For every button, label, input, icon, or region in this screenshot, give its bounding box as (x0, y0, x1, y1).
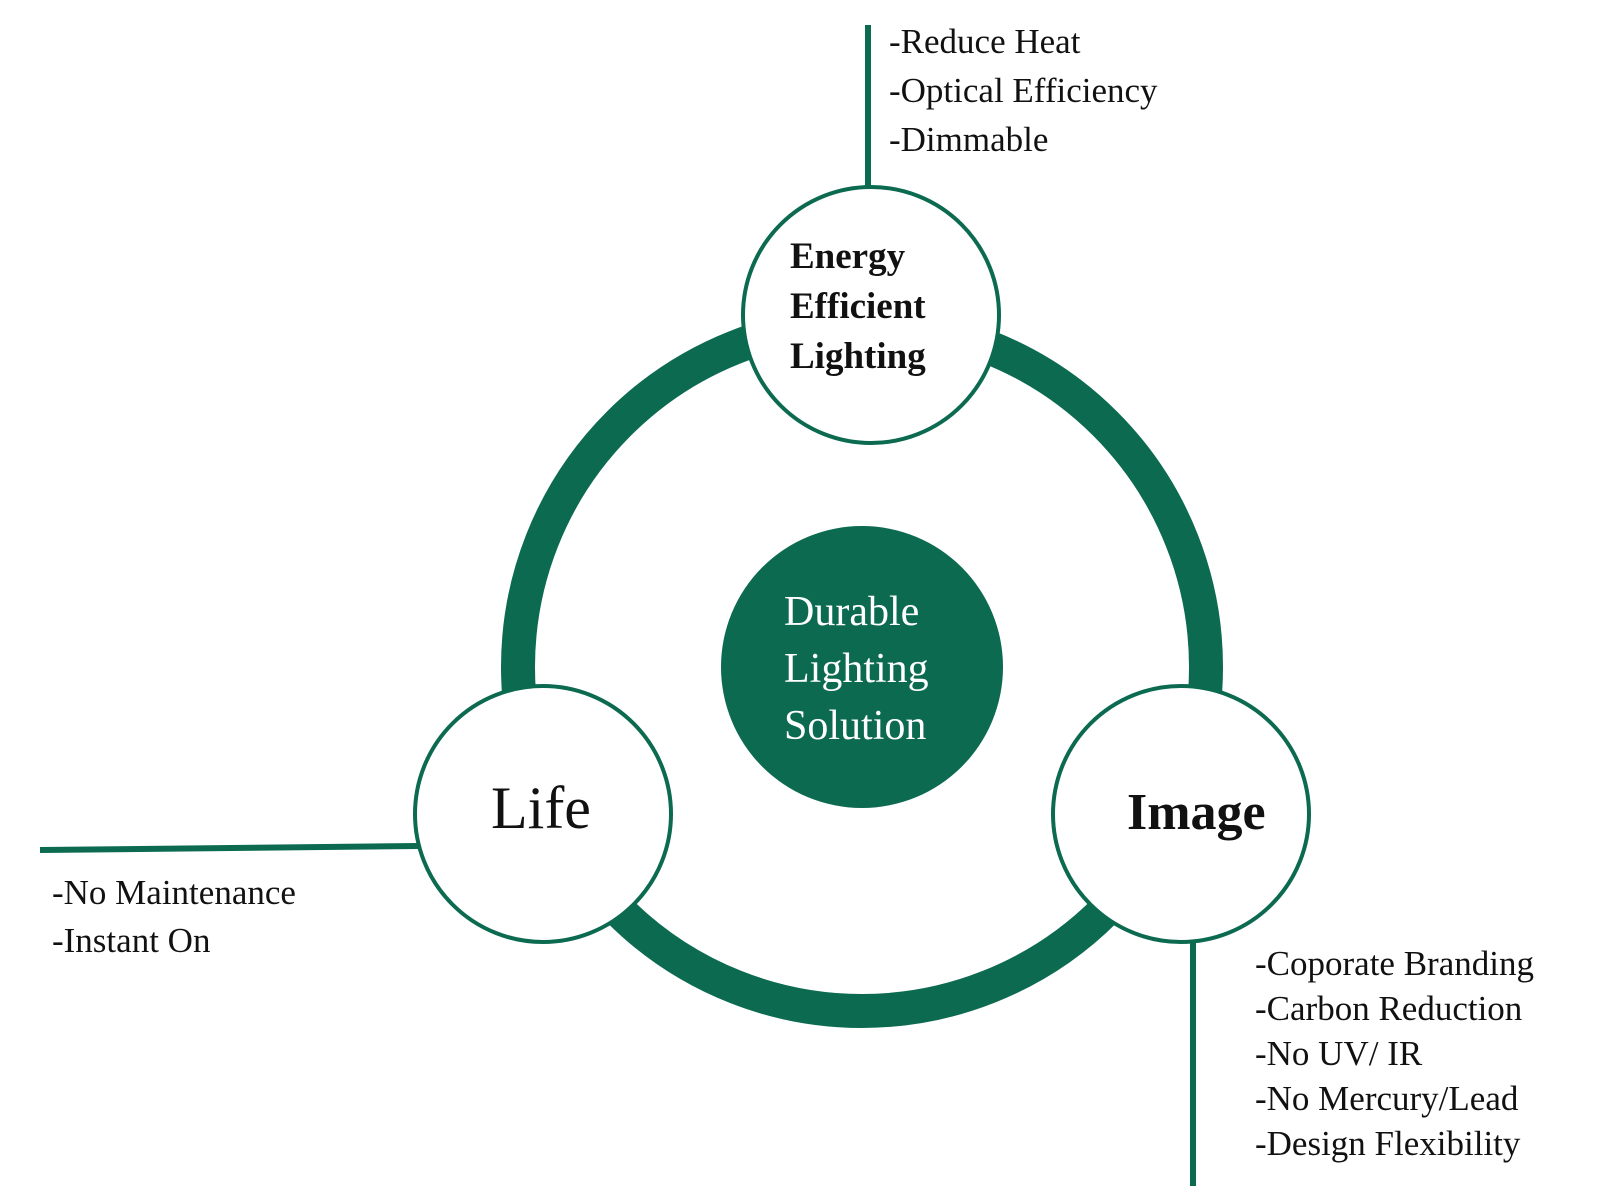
energy-bullet-list: -Reduce Heat -Optical Efficiency -Dimmab… (889, 17, 1158, 164)
life-bullet-list: -No Maintenance -Instant On (52, 869, 296, 965)
energy-node-title: Energy Efficient Lighting (790, 232, 926, 382)
energy-title-line: Lighting (790, 336, 926, 377)
list-item: -Carbon Reduction (1255, 989, 1523, 1028)
life-connector-line (39, 843, 419, 853)
energy-title-line: Energy (790, 236, 906, 277)
list-item: -No Mercury/Lead (1255, 1079, 1519, 1118)
life-node-circle (413, 684, 673, 944)
list-item: -Reduce Heat (889, 22, 1081, 61)
image-bullet-list: -Coporate Branding -Carbon Reduction -No… (1255, 941, 1534, 1166)
center-title: Durable Lighting Solution (784, 584, 929, 755)
list-item: -No UV/ IR (1255, 1034, 1423, 1073)
center-title-line: Solution (784, 703, 927, 749)
list-item: -Dimmable (889, 120, 1049, 159)
center-circle (721, 526, 1003, 808)
list-item: -No Maintenance (52, 873, 296, 912)
list-item: -Design Flexibility (1255, 1124, 1521, 1163)
list-item: -Optical Efficiency (889, 71, 1158, 110)
image-node-title: Image (1127, 784, 1266, 841)
energy-node-circle (741, 185, 1001, 445)
center-title-line: Durable (784, 589, 920, 635)
list-item: -Coporate Branding (1255, 944, 1534, 983)
center-title-line: Lighting (784, 646, 929, 692)
image-node-circle (1051, 684, 1311, 944)
life-node-title: Life (491, 775, 591, 841)
list-item: -Instant On (52, 921, 211, 960)
energy-title-line: Efficient (790, 286, 926, 327)
